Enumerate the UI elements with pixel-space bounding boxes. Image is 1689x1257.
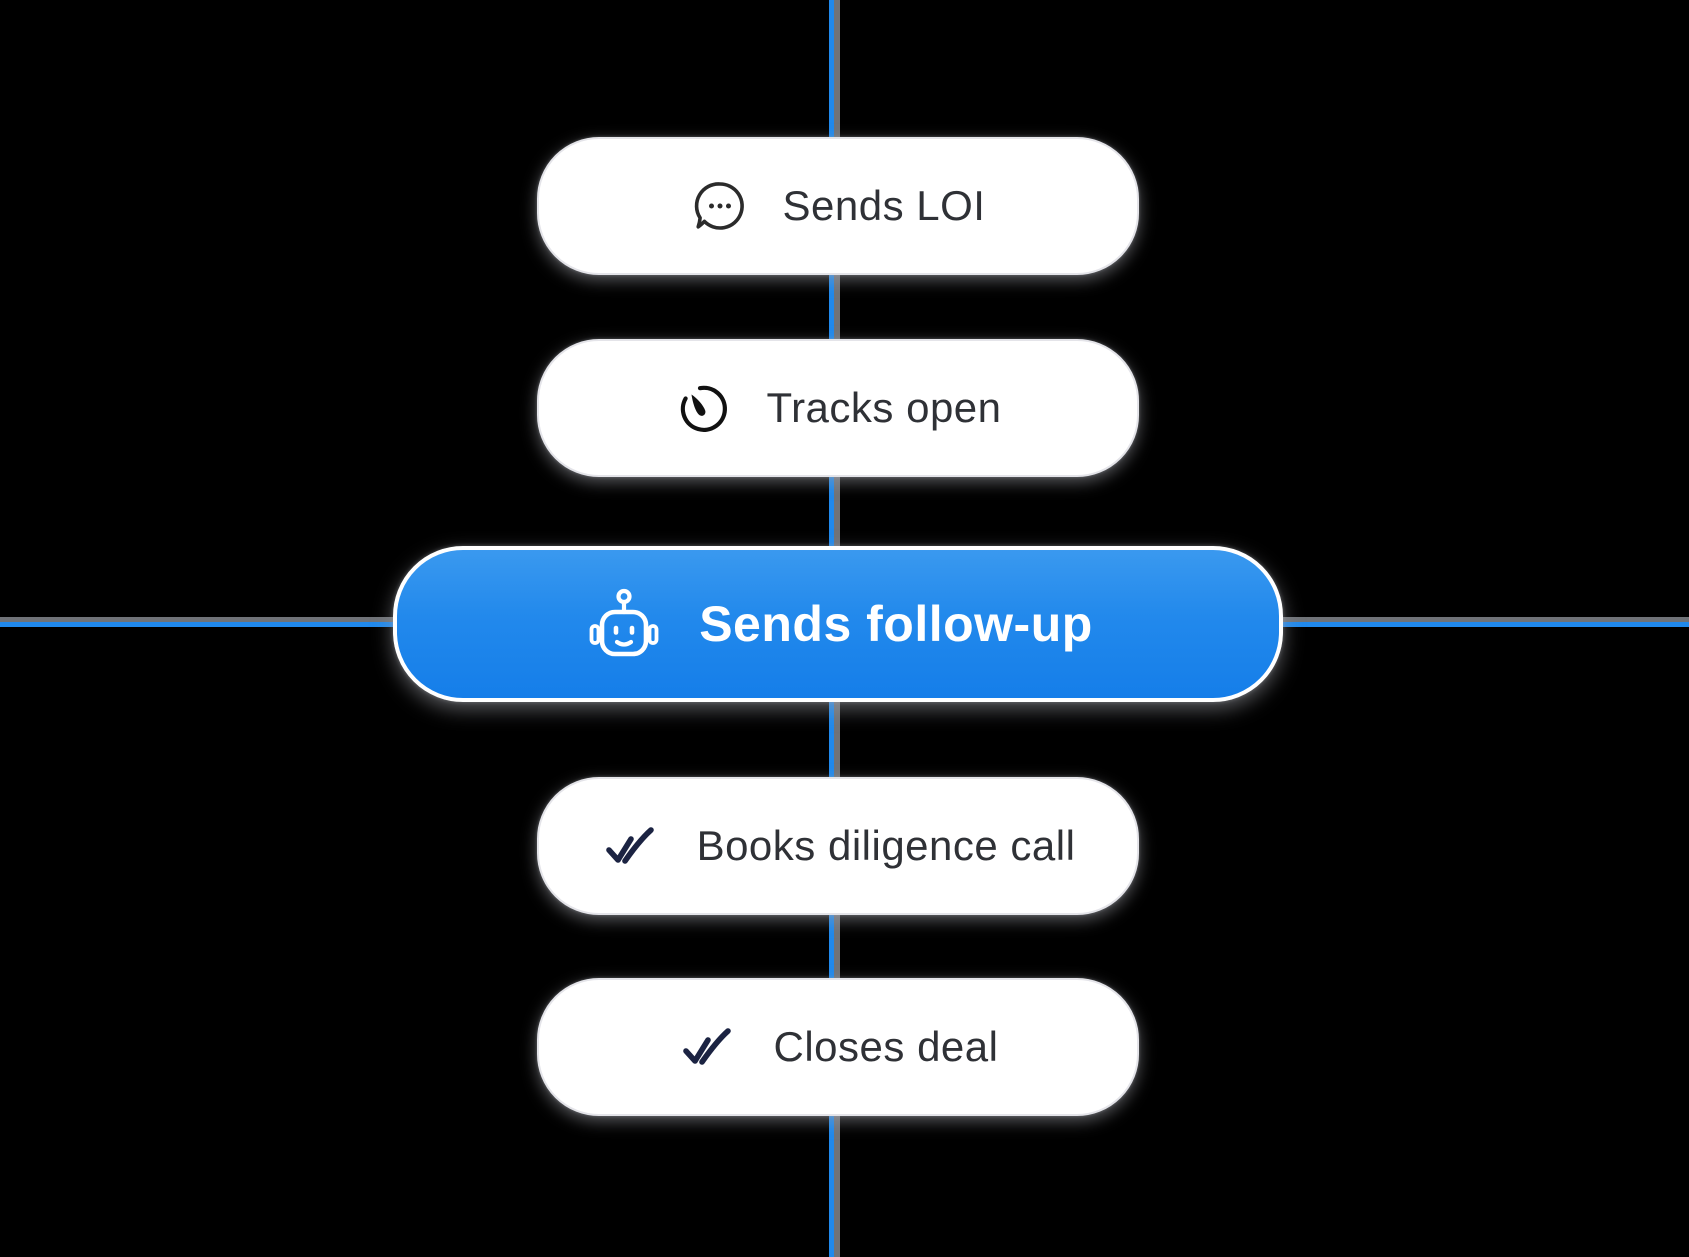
horizontal-connector-line-left — [0, 622, 396, 627]
flow-node-sends-follow-up: Sends follow-up — [393, 546, 1283, 702]
double-check-icon — [678, 1024, 740, 1070]
node-label: Sends follow-up — [699, 596, 1093, 652]
node-label: Closes deal — [773, 1023, 999, 1070]
horizontal-connector-left-shadow — [0, 617, 396, 622]
node-label: Sends LOI — [782, 182, 986, 229]
double-check-icon — [601, 823, 663, 869]
chat-bubble-icon — [691, 177, 749, 235]
robot-icon — [583, 583, 665, 665]
timer-icon — [674, 379, 732, 437]
flow-node-tracks-open: Tracks open — [537, 339, 1139, 477]
flow-node-closes-deal: Closes deal — [537, 978, 1139, 1116]
node-label: Books diligence call — [696, 822, 1076, 869]
horizontal-connector-right-shadow — [1282, 617, 1689, 622]
flow-node-sends-loi: Sends LOI — [537, 137, 1139, 275]
horizontal-connector-line-right — [1282, 622, 1689, 627]
flow-node-books-diligence-call: Books diligence call — [537, 777, 1139, 915]
node-label: Tracks open — [766, 384, 1002, 431]
